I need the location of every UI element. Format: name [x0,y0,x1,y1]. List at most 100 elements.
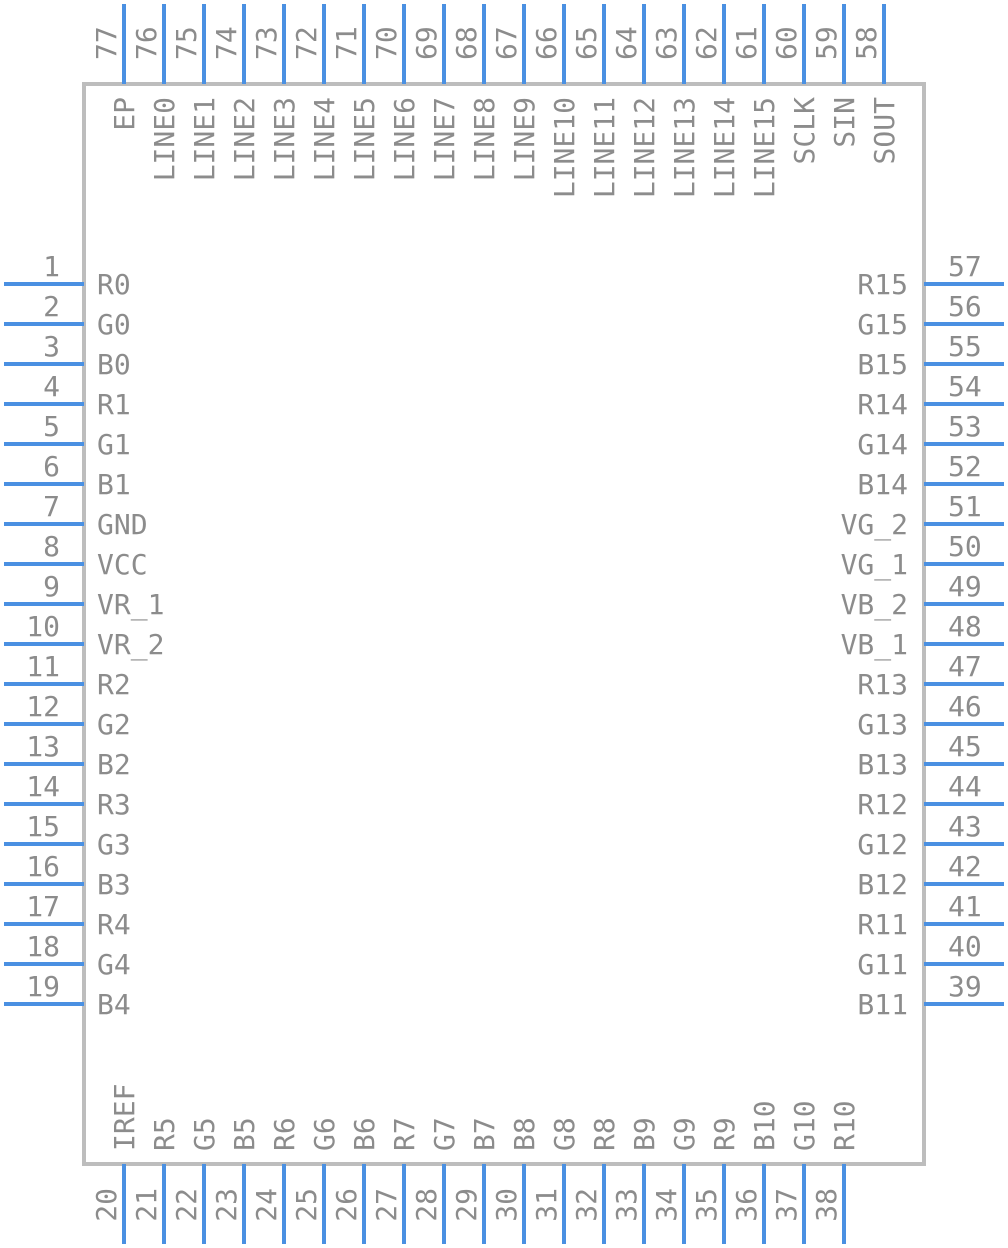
pin-number: 19 [26,970,60,1003]
pin-label: R11 [857,908,908,941]
pin-label: R14 [857,388,908,421]
pin-label: IREF [108,1084,141,1151]
pin-number: 62 [690,26,723,60]
bottom-pin-group: 20IREF21R522G523B524R625G626B627R728G729… [90,1084,861,1244]
pin-label: B12 [857,868,908,901]
pin-label: LINE3 [268,97,301,181]
pin-label: LINE8 [468,97,501,181]
pin-label: G7 [428,1117,461,1151]
pin-number: 5 [43,410,60,443]
pin-number: 46 [948,690,982,723]
pin-number: 1 [43,250,60,283]
pin-number: 66 [530,26,563,60]
pin-number: 38 [810,1188,843,1222]
pin-number: 34 [650,1188,683,1222]
pin-label: B8 [508,1117,541,1151]
pin-label: R1 [97,388,131,421]
pin-number: 75 [170,26,203,60]
pin-label: R2 [97,668,131,701]
pin-number: 40 [948,930,982,963]
pin-number: 69 [410,26,443,60]
pin-number: 36 [730,1188,763,1222]
pin-label: LINE13 [668,97,701,198]
pin-number: 18 [26,930,60,963]
pin-number: 76 [130,26,163,60]
pin-label: B6 [348,1117,381,1151]
pin-number: 44 [948,770,982,803]
pin-label: B9 [628,1117,661,1151]
pin-label: G0 [97,308,131,341]
pin-number: 51 [948,490,982,523]
pin-label: LINE5 [348,97,381,181]
pin-number: 4 [43,370,60,403]
pin-number: 23 [210,1188,243,1222]
pin-number: 57 [948,250,982,283]
pin-number: 73 [250,26,283,60]
pin-number: 54 [948,370,982,403]
pin-label: LINE10 [548,97,581,198]
pin-number: 50 [948,530,982,563]
pin-number: 33 [610,1188,643,1222]
pin-label: LINE2 [228,97,261,181]
pin-number: 28 [410,1188,443,1222]
pin-label: B4 [97,988,131,1021]
pin-label: G1 [97,428,131,461]
pin-number: 14 [26,770,60,803]
pin-label: VCC [97,548,148,581]
pin-label: LINE0 [148,97,181,181]
pin-label: R15 [857,268,908,301]
pin-number: 45 [948,730,982,763]
pin-label: GND [97,508,148,541]
pin-number: 49 [948,570,982,603]
pin-label: LINE15 [748,97,781,198]
pin-number: 56 [948,290,982,323]
pin-number: 74 [210,26,243,60]
pin-number: 21 [130,1188,163,1222]
pin-label: LINE4 [308,97,341,181]
pin-number: 53 [948,410,982,443]
pin-number: 7 [43,490,60,523]
pin-label: B14 [857,468,908,501]
pin-label: B7 [468,1117,501,1151]
pin-label: B2 [97,748,131,781]
pin-label: B15 [857,348,908,381]
pin-number: 68 [450,26,483,60]
pin-label: LINE1 [188,97,221,181]
pin-number: 3 [43,330,60,363]
pin-number: 65 [570,26,603,60]
pin-number: 41 [948,890,982,923]
pin-number: 60 [770,26,803,60]
pin-label: G8 [548,1117,581,1151]
pin-label: G4 [97,948,131,981]
pin-label: LINE12 [628,97,661,198]
pin-label: R9 [708,1117,741,1151]
pin-number: 11 [26,650,60,683]
pin-label: B11 [857,988,908,1021]
pin-number: 77 [90,26,123,60]
pin-label: B3 [97,868,131,901]
pin-number: 31 [530,1188,563,1222]
pin-label: G5 [188,1117,221,1151]
pin-label: B5 [228,1117,261,1151]
pin-number: 20 [90,1188,123,1222]
pin-number: 52 [948,450,982,483]
pin-label: B10 [748,1100,781,1151]
pin-label: VR_2 [97,628,164,662]
pin-label: G6 [308,1117,341,1151]
pin-number: 24 [250,1188,283,1222]
pin-label: LINE7 [428,97,461,181]
pin-number: 59 [810,26,843,60]
pin-label: SCLK [788,97,821,165]
pin-label: LINE11 [588,97,621,198]
pin-label: R6 [268,1117,301,1151]
pin-number: 71 [330,26,363,60]
pin-label: G2 [97,708,131,741]
pin-number: 70 [370,26,403,60]
pin-number: 16 [26,850,60,883]
pin-number: 55 [948,330,982,363]
left-pin-group: 1R02G03B04R15G16B17GND8VCC9VR_110VR_211R… [4,250,164,1021]
pin-number: 9 [43,570,60,603]
pin-label: R12 [857,788,908,821]
pin-number: 47 [948,650,982,683]
pin-number: 39 [948,970,982,1003]
